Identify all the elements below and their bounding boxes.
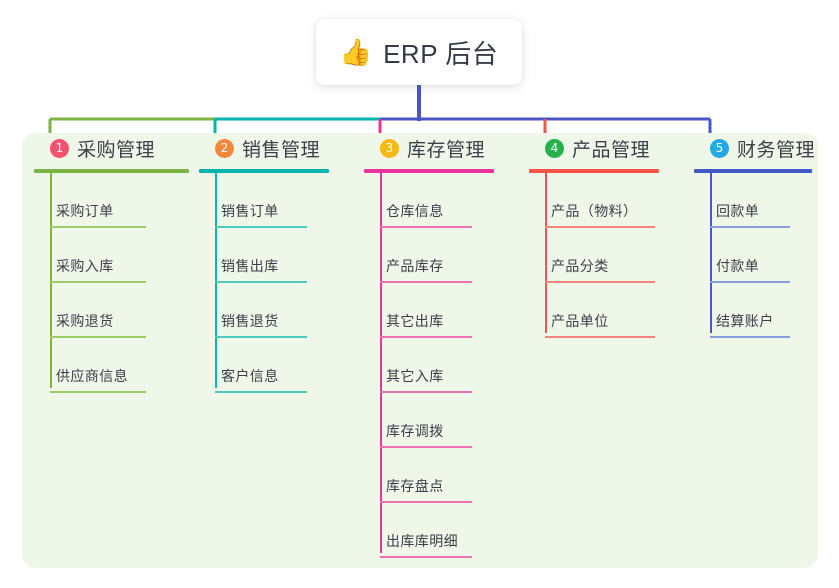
leaf-item-rule xyxy=(215,391,307,393)
leaf-item-label: 采购入库 xyxy=(56,258,114,274)
root-node-content: 👍 ERP 后台 xyxy=(340,34,499,71)
column-title: 产品管理 xyxy=(572,139,651,161)
leaf-item-rule xyxy=(215,281,307,283)
leaf-item[interactable]: 结算账户 xyxy=(710,311,790,338)
leaf-item-rule xyxy=(545,281,655,283)
leaf-item-label: 销售退货 xyxy=(221,313,279,329)
leaf-item[interactable]: 回款单 xyxy=(710,201,790,228)
leaf-item-label: 采购订单 xyxy=(56,203,114,219)
leaf-item-rule xyxy=(710,336,790,338)
leaf-item-rule xyxy=(215,336,307,338)
leaf-item-label: 销售出库 xyxy=(221,258,279,274)
leaf-item[interactable]: 其它入库 xyxy=(380,366,472,393)
leaf-item[interactable]: 产品（物料） xyxy=(545,201,655,228)
leaf-item[interactable]: 采购退货 xyxy=(50,311,146,338)
column-badge-icon: 5 xyxy=(710,138,729,158)
mindmap-column: 3 库存管理仓库信息产品库存其它出库其它入库库存调拨库存盘点出库库明细 xyxy=(364,133,494,558)
root-node-title: ERP 后台 xyxy=(383,38,499,69)
leaf-item[interactable]: 客户信息 xyxy=(215,366,307,393)
leaf-item-label: 其它出库 xyxy=(386,313,444,329)
leaf-item-rule xyxy=(50,391,146,393)
leaf-item-rule xyxy=(545,336,655,338)
leaf-item-label: 付款单 xyxy=(716,258,760,274)
leaf-item-rule xyxy=(380,281,472,283)
leaf-item[interactable]: 供应商信息 xyxy=(50,366,146,393)
column-badge-icon: 2 xyxy=(215,138,234,158)
leaf-item[interactable]: 仓库信息 xyxy=(380,201,472,228)
mindmap-column: 1 采购管理采购订单采购入库采购退货供应商信息 xyxy=(34,133,189,393)
leaf-item-label: 产品（物料） xyxy=(551,203,638,219)
leaf-item-label: 产品单位 xyxy=(551,313,609,329)
leaf-item[interactable]: 付款单 xyxy=(710,256,790,283)
mindmap-panel: 1 采购管理采购订单采购入库采购退货供应商信息 2 销售管理销售订单销售出库销售退货客… xyxy=(22,133,818,568)
leaf-item-rule xyxy=(710,281,790,283)
leaf-item-label: 客户信息 xyxy=(221,368,279,384)
leaf-item-rule xyxy=(215,226,307,228)
leaf-item[interactable]: 采购订单 xyxy=(50,201,146,228)
leaf-item-rule xyxy=(380,501,472,503)
leaf-item[interactable]: 出库库明细 xyxy=(380,531,472,558)
leaf-item[interactable]: 销售出库 xyxy=(215,256,307,283)
column-title: 财务管理 xyxy=(737,139,816,161)
leaf-item[interactable]: 销售订单 xyxy=(215,201,307,228)
thumbs-up-icon: 👍 xyxy=(339,37,373,67)
leaf-item-rule xyxy=(380,226,472,228)
column-header-2[interactable]: 2 销售管理 xyxy=(199,133,329,163)
column-header-3[interactable]: 3 库存管理 xyxy=(364,133,494,163)
leaf-item-label: 销售订单 xyxy=(221,203,279,219)
leaf-item-label: 仓库信息 xyxy=(386,203,444,219)
leaf-item-label: 出库库明细 xyxy=(386,533,458,549)
leaf-item-rule xyxy=(710,226,790,228)
leaf-item[interactable]: 产品单位 xyxy=(545,311,655,338)
leaf-item-label: 产品分类 xyxy=(551,258,609,274)
leaf-item-label: 回款单 xyxy=(716,203,760,219)
column-header-rule xyxy=(364,169,494,173)
leaf-item[interactable]: 库存盘点 xyxy=(380,476,472,503)
leaf-item-rule xyxy=(380,391,472,393)
column-header-4[interactable]: 4 产品管理 xyxy=(529,133,659,163)
column-badge-icon: 3 xyxy=(380,138,399,158)
mindmap-column: 4 产品管理产品（物料） 产品分类产品单位 xyxy=(529,133,659,338)
column-spine xyxy=(50,173,52,388)
leaf-item-label: 其它入库 xyxy=(386,368,444,384)
leaf-item-rule xyxy=(50,226,146,228)
root-node-card[interactable]: 👍 ERP 后台 xyxy=(316,19,522,85)
column-title: 采购管理 xyxy=(77,139,156,161)
column-spine xyxy=(545,173,547,333)
leaf-item-label: 采购退货 xyxy=(56,313,114,329)
leaf-item[interactable]: 采购入库 xyxy=(50,256,146,283)
column-badge-icon: 1 xyxy=(50,138,69,158)
column-spine xyxy=(215,173,217,388)
leaf-item-rule xyxy=(50,281,146,283)
column-badge-icon: 4 xyxy=(545,138,564,158)
column-header-rule xyxy=(199,169,329,173)
column-title: 库存管理 xyxy=(407,139,486,161)
column-header-5[interactable]: 5 财务管理 xyxy=(694,133,816,163)
leaf-item-rule xyxy=(380,446,472,448)
leaf-item-label: 结算账户 xyxy=(716,313,774,329)
leaf-item[interactable]: 库存调拨 xyxy=(380,421,472,448)
leaf-item[interactable]: 其它出库 xyxy=(380,311,472,338)
leaf-item-rule xyxy=(380,336,472,338)
leaf-item[interactable]: 销售退货 xyxy=(215,311,307,338)
column-header-rule xyxy=(529,169,659,173)
mindmap-column: 2 销售管理销售订单销售出库销售退货客户信息 xyxy=(199,133,329,393)
column-header-1[interactable]: 1 采购管理 xyxy=(34,133,189,163)
column-title: 销售管理 xyxy=(242,139,321,161)
leaf-item[interactable]: 产品分类 xyxy=(545,256,655,283)
column-header-rule xyxy=(34,169,189,173)
leaf-item-label: 库存盘点 xyxy=(386,478,444,494)
column-spine xyxy=(380,173,382,553)
leaf-item-rule xyxy=(50,336,146,338)
leaf-item-label: 库存调拨 xyxy=(386,423,444,439)
leaf-item-rule xyxy=(380,556,472,558)
column-spine xyxy=(710,173,712,333)
leaf-item[interactable]: 产品库存 xyxy=(380,256,472,283)
column-header-rule xyxy=(694,169,812,173)
leaf-item-rule xyxy=(545,226,655,228)
leaf-item-label: 供应商信息 xyxy=(56,368,128,384)
mindmap-column: 5 财务管理回款单付款单结算账户 xyxy=(694,133,816,338)
leaf-item-label: 产品库存 xyxy=(386,258,444,274)
